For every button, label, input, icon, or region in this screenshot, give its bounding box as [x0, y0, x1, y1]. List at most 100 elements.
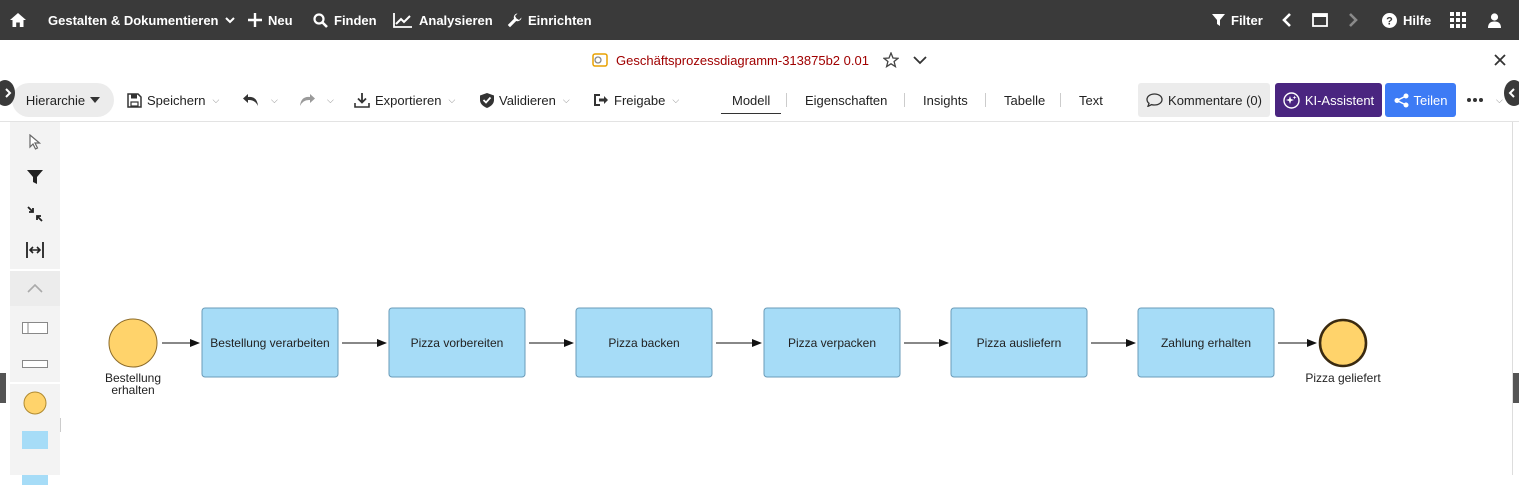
fit-to-screen-tool[interactable]: [10, 196, 60, 231]
select-tool[interactable]: [10, 124, 60, 159]
start-event[interactable]: Bestellung erhalten: [105, 318, 161, 397]
diagram-type-icon: [592, 53, 608, 67]
task-box[interactable]: Pizza vorbereiten: [388, 307, 526, 378]
editor-toolbar: Hierarchie Speichern ⌵ ⌵ ⌵ Exportieren ⌵…: [0, 80, 1519, 122]
left-panel-toggle[interactable]: [0, 80, 15, 106]
task-label: Pizza ausliefern: [977, 336, 1062, 350]
share-button[interactable]: Teilen: [1385, 83, 1456, 117]
apps-button[interactable]: [1450, 0, 1466, 40]
menu-find[interactable]: Finden: [313, 0, 377, 40]
horizontal-space-tool[interactable]: [10, 232, 60, 267]
palette-pool-shape[interactable]: [10, 310, 60, 345]
task-box[interactable]: Pizza backen: [575, 307, 713, 378]
top-navigation-bar: Gestalten & Dokumentieren Neu Finden Ana…: [0, 0, 1519, 40]
chevron-up-icon: [27, 284, 43, 293]
menu-new[interactable]: Neu: [248, 0, 293, 40]
task-box[interactable]: Pizza verpacken: [763, 307, 901, 378]
filter-button[interactable]: Filter: [1212, 0, 1263, 40]
palette-scroll-up[interactable]: [10, 271, 60, 306]
more-horizontal-icon: [1467, 98, 1483, 102]
palette-subprocess-shape[interactable]: [10, 458, 60, 493]
tab-model[interactable]: Modell: [720, 80, 782, 120]
user-button[interactable]: [1488, 0, 1501, 40]
palette-lane-shape[interactable]: [10, 346, 60, 381]
chevron-down-icon: ⌵: [1496, 94, 1503, 105]
filter-icon: [27, 170, 43, 184]
validate-button[interactable]: Validieren ⌵: [480, 80, 570, 120]
hierarchy-dropdown[interactable]: Hierarchie: [12, 83, 114, 117]
tab-separator: [1060, 93, 1061, 107]
home-icon: [10, 13, 26, 27]
chevron-down-icon: ⌵: [448, 94, 456, 105]
task-box[interactable]: Bestellung verarbeiten: [201, 307, 339, 378]
close-icon[interactable]: [1494, 54, 1506, 66]
tool-palette: [10, 122, 60, 485]
right-resize-handle[interactable]: [1513, 373, 1519, 403]
wrench-icon: [507, 13, 522, 27]
task-label: Bestellung verarbeiten: [210, 336, 329, 350]
end-event-label: Pizza geliefert: [1305, 371, 1381, 385]
window-button[interactable]: [1312, 0, 1328, 40]
forward-button[interactable]: [1348, 0, 1358, 40]
comments-button[interactable]: Kommentare (0): [1138, 83, 1270, 117]
menu-label: Neu: [268, 12, 293, 28]
home-button[interactable]: [10, 0, 26, 40]
menu-design-document[interactable]: Gestalten & Dokumentieren: [48, 0, 235, 40]
help-label: Hilfe: [1403, 12, 1432, 28]
document-title-group: Geschäftsprozessdiagramm-313875b2 0.01: [0, 40, 1519, 80]
chevron-down-icon[interactable]: [913, 55, 927, 65]
task-label: Zahlung erhalten: [1161, 336, 1251, 350]
task-box[interactable]: Zahlung erhalten: [1137, 307, 1275, 378]
ai-assistant-button[interactable]: KI-Assistent: [1275, 83, 1382, 117]
back-button[interactable]: [1282, 0, 1292, 40]
chevron-right-icon: [4, 88, 11, 98]
bpmn-diagram: Bestellung erhalten Bestellung verarbeit…: [105, 307, 1381, 397]
end-event[interactable]: Pizza geliefert: [1305, 318, 1381, 385]
hierarchy-label: Hierarchie: [25, 92, 86, 108]
tab-label: Tabelle: [1004, 92, 1046, 108]
task-rect-icon: [22, 430, 48, 449]
save-button[interactable]: Speichern ⌵: [127, 80, 219, 120]
palette-event-shape[interactable]: [10, 385, 60, 420]
palette-task-shape[interactable]: [10, 422, 60, 457]
menu-analyze[interactable]: Analysieren: [393, 0, 493, 40]
ai-assistant-label: KI-Assistent: [1304, 92, 1375, 108]
chevron-right-icon: [1349, 13, 1358, 27]
palette-divider: [10, 269, 60, 271]
save-icon: [127, 92, 142, 108]
tab-table[interactable]: Tabelle: [1004, 80, 1045, 120]
tab-properties[interactable]: Eigenschaften: [805, 80, 887, 120]
chevron-down-icon: ⌵: [271, 94, 278, 105]
tab-insights[interactable]: Insights: [923, 80, 968, 120]
export-button[interactable]: Exportieren ⌵: [354, 80, 455, 120]
subprocess-rect-icon: [22, 474, 48, 485]
comment-icon: [1146, 93, 1163, 107]
left-resize-handle[interactable]: [0, 373, 6, 403]
undo-icon: [243, 94, 258, 106]
start-event-label: erhalten: [111, 383, 154, 397]
diagram-canvas[interactable]: Bestellung erhalten Bestellung verarbeit…: [64, 122, 1512, 475]
help-button[interactable]: ? Hilfe: [1382, 0, 1431, 40]
undo-button[interactable]: ⌵: [242, 80, 278, 120]
tab-separator: [786, 93, 787, 107]
menu-setup[interactable]: Einrichten: [507, 0, 592, 40]
release-label: Freigabe: [614, 92, 666, 108]
chevron-down-icon: ⌵: [562, 94, 570, 105]
shield-check-icon: [480, 92, 494, 108]
document-title-bar: Geschäftsprozessdiagramm-313875b2 0.01: [0, 40, 1519, 80]
task-box[interactable]: Pizza ausliefern: [950, 307, 1088, 378]
tab-text[interactable]: Text: [1079, 80, 1103, 120]
help-icon: ?: [1382, 12, 1397, 28]
more-options-button[interactable]: ⌵: [1467, 80, 1503, 120]
menu-label: Gestalten & Dokumentieren: [48, 12, 219, 28]
release-button[interactable]: Freigabe ⌵: [593, 80, 679, 120]
redo-button[interactable]: ⌵: [298, 80, 334, 120]
lane-shape-icon: [22, 359, 48, 368]
right-panel-toggle[interactable]: [1504, 80, 1519, 106]
tab-label: Eigenschaften: [805, 92, 888, 108]
tab-label: Modell: [732, 92, 771, 108]
filter-tool[interactable]: [10, 160, 60, 195]
share-icon: [1394, 93, 1409, 107]
chevron-down-icon: [224, 16, 235, 23]
star-icon[interactable]: [882, 52, 899, 68]
